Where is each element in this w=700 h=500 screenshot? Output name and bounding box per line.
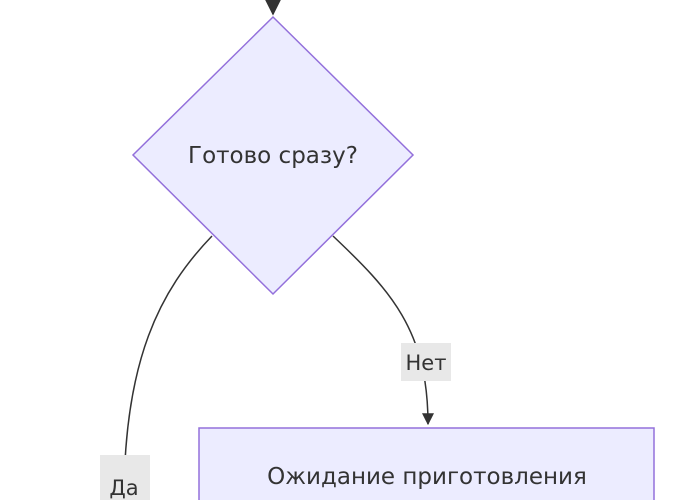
decision-node[interactable]: Готово сразу? [131,15,415,296]
edge-yes-label: Да [100,455,150,500]
process-node[interactable]: Ожидание приготовления [198,427,655,500]
edge-no-label-text: Нет [406,351,447,375]
edge-no-label: Нет [401,343,451,381]
edge-yes-label-text: Да [109,476,138,500]
edge-yes-label-bg [100,455,150,500]
decision-diamond [131,15,415,296]
edge-no-label-bg [401,343,451,381]
process-box [198,427,655,500]
edge-yes [123,235,213,500]
process-label: Ожидание приготовления [267,464,587,490]
edge-no [332,235,434,426]
decision-label: Готово сразу? [188,143,358,169]
